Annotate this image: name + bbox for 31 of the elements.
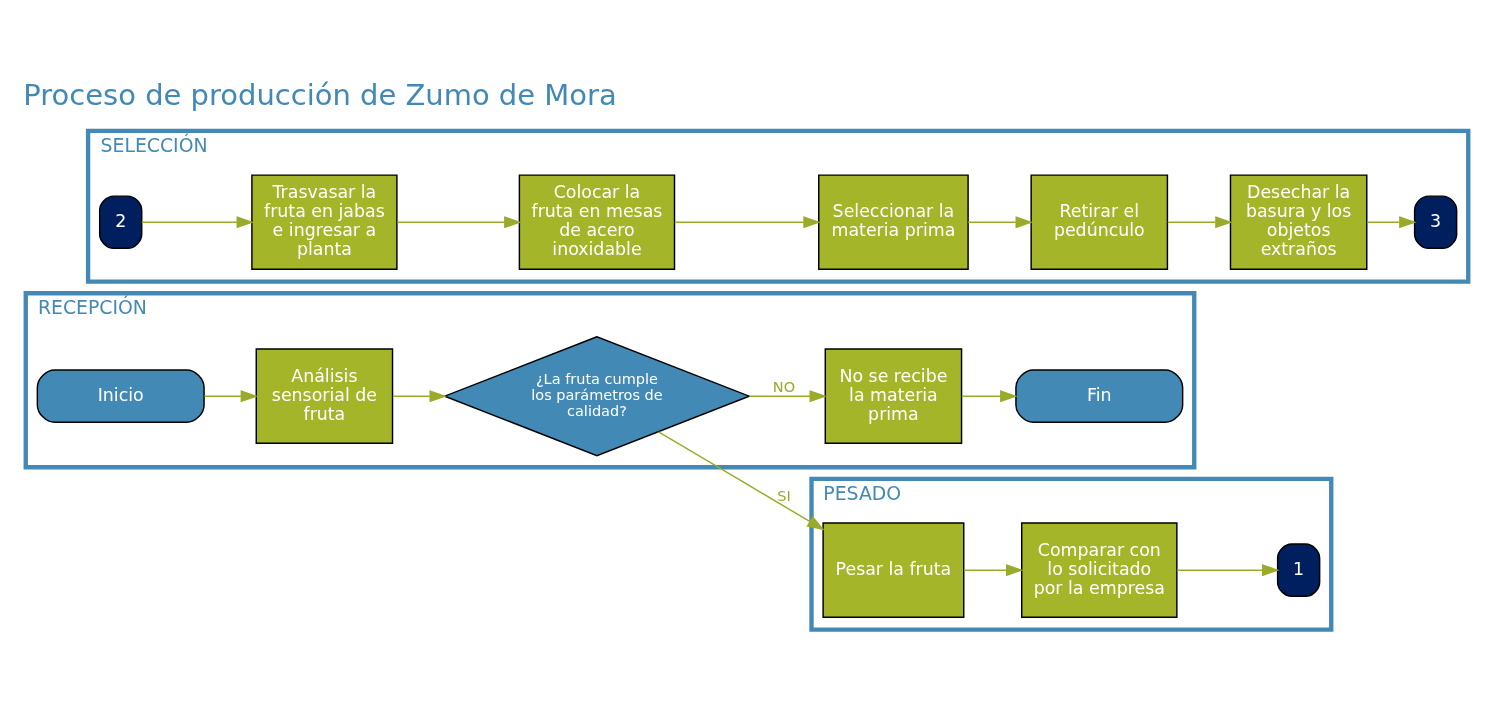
node-box: Fin <box>1015 368 1184 423</box>
node-box: Retirar el pedúnculo <box>1030 173 1169 270</box>
edge-label: NO <box>772 378 796 395</box>
node-diamond: ¿La fruta cumple los parámetros de calidad? <box>442 335 752 456</box>
node-box: Desechar la basura y los objetos extraños <box>1229 173 1368 270</box>
arrow <box>396 215 522 228</box>
node-box: Comparar con lo solicitado por la empresa <box>1021 521 1178 618</box>
arrow <box>1167 215 1233 228</box>
arrow <box>963 563 1024 576</box>
arrow <box>141 215 254 228</box>
node-box: Seleccionar la materia prima <box>818 173 969 270</box>
node-box: 2 <box>98 194 143 249</box>
node-box: No se recibe la materia prima <box>824 347 963 444</box>
arrow <box>1366 215 1417 228</box>
node-box: Inicio <box>36 368 205 423</box>
node-box: Trasvasar la fruta en jabas e ingresar a planta <box>251 173 398 270</box>
arrow <box>392 389 447 402</box>
arrow <box>657 430 825 530</box>
diagram-title: Proceso de producción de Zumo de Mora <box>23 77 617 112</box>
arrow <box>748 389 827 402</box>
node-box: Análisis sensorial de fruta <box>255 347 394 444</box>
node-box: 3 <box>1413 194 1458 249</box>
arrow <box>674 215 821 228</box>
node-box: Pesar la fruta <box>822 521 965 618</box>
edge-label: SI <box>777 487 791 504</box>
node-box: Colocar la fruta en mesas de acero inoxidable <box>518 173 676 270</box>
arrow <box>1176 563 1280 576</box>
arrow <box>203 389 259 402</box>
arrow <box>961 389 1018 402</box>
node-box: 1 <box>1276 542 1321 597</box>
arrow <box>967 215 1033 228</box>
